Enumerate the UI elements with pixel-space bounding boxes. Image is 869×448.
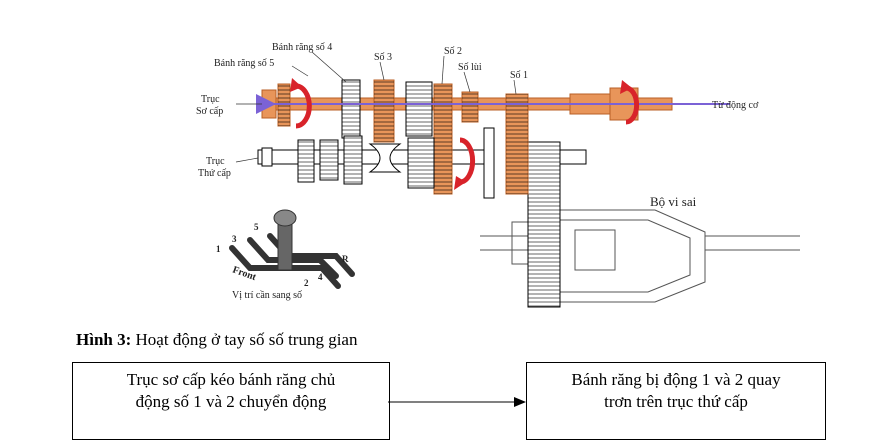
flow-box-line: trơn trên trục thứ cấp	[604, 392, 748, 411]
flow-box-line: Bánh răng bị động 1 và 2 quay	[571, 370, 781, 389]
label-primary-shaft-2: Sơ cấp	[196, 106, 223, 117]
caption-text: Hoạt động ở tay số số trung gian	[131, 330, 358, 349]
gear-3-secondary	[343, 135, 363, 185]
flow-box-driven-gears: Bánh răng bị động 1 và 2 quay trơn trên …	[526, 362, 826, 440]
gear-5-secondary	[297, 139, 315, 183]
synchro-3-4	[405, 81, 433, 137]
rotation-arrow-primary	[290, 78, 312, 129]
label-gear-4: Bánh răng số 4	[272, 42, 332, 53]
label-reverse: Số lùi	[458, 62, 482, 73]
flow-arrow	[388, 397, 526, 407]
label-secondary-shaft-2: Thứ cấp	[198, 168, 231, 179]
svg-text:3: 3	[232, 234, 237, 244]
flow-box-line: động số 1 và 2 chuyển động	[135, 392, 327, 411]
svg-text:5: 5	[254, 222, 259, 232]
label-from-engine: Từ động cơ	[712, 100, 759, 111]
svg-text:2: 2	[304, 278, 309, 288]
rotation-arrow-secondary	[454, 137, 476, 190]
label-gear-3: Số 3	[374, 52, 392, 63]
secondary-shaft	[257, 143, 491, 173]
gear-3-primary	[373, 79, 395, 143]
leader-lines	[235, 51, 517, 163]
rotation-arrow-input	[620, 80, 640, 125]
shift-pattern: 1 3 5 4 2 R	[216, 209, 355, 289]
reverse-gear-primary	[461, 91, 479, 123]
gear-1-primary	[505, 93, 529, 195]
label-gear-5: Bánh răng số 5	[214, 58, 274, 69]
label-shifter-position: Vị trí cần sang số	[232, 290, 302, 301]
gear-4-primary	[341, 79, 361, 139]
differential-label: Bộ vi sai	[650, 194, 697, 209]
gearbox-diagram: Bộ vi sai	[196, 42, 800, 308]
figure-caption: Hình 3: Hoạt động ở tay số số trung gian	[76, 330, 357, 350]
svg-text:4: 4	[318, 272, 323, 282]
final-drive-gear	[527, 141, 587, 308]
flow-box-primary-drive: Trục sơ cấp kéo bánh răng chủ động số 1 …	[72, 362, 390, 440]
label-secondary-shaft-1: Trục	[206, 156, 225, 167]
svg-text:R: R	[342, 254, 349, 264]
svg-text:1: 1	[216, 244, 221, 254]
gear-2-secondary	[407, 137, 435, 189]
label-gear-1: Số 1	[510, 70, 528, 81]
label-gear-2: Số 2	[444, 46, 462, 57]
caption-prefix: Hình 3:	[76, 330, 132, 349]
flow-box-line: Trục sơ cấp kéo bánh răng chủ	[126, 370, 336, 389]
gear-2-primary	[433, 83, 453, 195]
label-primary-shaft-1: Trục	[201, 94, 220, 105]
reverse-gear-secondary	[483, 127, 495, 199]
gear-4-secondary	[319, 139, 339, 181]
